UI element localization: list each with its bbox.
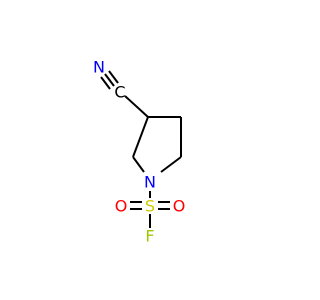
bond-c3-c2 [132,116,149,158]
bond-nitrile-c-to-ring-c3 [124,95,149,118]
bond-c2-n1 [132,156,145,173]
atom-nitrile-nitrogen: N [93,58,105,77]
triple-bond-line-center [104,73,115,87]
molecule-structure-diagram: N C N S O O F [93,58,186,246]
triple-bond-line-left [100,76,111,90]
double-bond-s-o-left [130,201,142,210]
atom-sulfur: S [145,197,155,216]
atom-nitrile-carbon: C [114,83,125,102]
atom-ring-nitrogen: N [144,173,156,192]
atom-oxygen-right: O [173,197,186,216]
double-bond-s-o-right [158,201,170,210]
triple-bond-cn [100,70,119,90]
atom-fluorine: F [145,227,154,246]
structure-canvas: N C N S O O F [93,57,186,246]
atom-oxygen-left: O [115,197,128,216]
triple-bond-line-right [108,70,119,84]
bond-c5-n1 [160,156,182,173]
